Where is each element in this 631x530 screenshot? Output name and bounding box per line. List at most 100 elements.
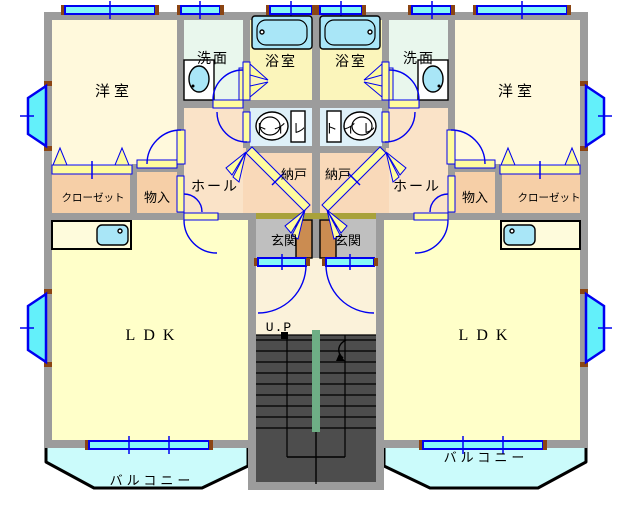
up-marker-square: [281, 332, 288, 339]
label-storageroom-right: 納戸: [325, 167, 351, 182]
wall-right: [580, 12, 588, 448]
door-opening-toilet-right: [381, 111, 390, 143]
stair-arrowhead: [336, 354, 345, 361]
balconies: [44, 448, 588, 490]
diagonal-fold-left-1: [225, 151, 247, 176]
bay-window-ldk-left: [26, 291, 48, 365]
kitchen-faucet-left: [117, 228, 123, 234]
label-stairs-up: U.P: [266, 320, 292, 335]
folding-door-bath-left-a: [249, 62, 269, 81]
door-arc-toilet-left: [216, 111, 248, 143]
kitchen-sink-left: [96, 224, 129, 246]
wall-hall-ldk-right-b: [384, 213, 414, 220]
stair-direction-arrow: [338, 339, 347, 359]
bathtub-drain-left: [259, 29, 265, 35]
door-opening-western-right: [454, 159, 496, 169]
door-opening-hall-ldk-right: [413, 212, 449, 221]
diagonal-fold-left-3: [284, 209, 306, 234]
basin-left: [188, 65, 210, 93]
label-washroom-left: 洗面: [197, 51, 229, 67]
wall-left: [44, 12, 52, 448]
diagonal-fold-left-4: [291, 209, 306, 240]
label-storageroom-left: 納戸: [281, 167, 307, 182]
diagonal-fold-left-2: [232, 151, 247, 183]
stair-walkline: [287, 432, 345, 484]
wall-hall-ldk-left-a: [44, 213, 184, 220]
wall-shaft-right: [376, 213, 384, 490]
wall-entrance-divider: [312, 219, 320, 258]
wall-closet-storage-right: [495, 172, 502, 213]
wall-bath-toilet-right: [320, 100, 389, 108]
closet-hanger-right-2: [564, 146, 580, 166]
entrance-door-arc-right: [325, 264, 375, 314]
door-opening-washroom-left: [212, 99, 244, 109]
windows-bottom: [85, 436, 547, 454]
bathtub-left: [251, 15, 313, 50]
room-closet-left: [52, 172, 130, 213]
room-closet-right: [502, 172, 580, 213]
label-western-right: 洋室: [498, 83, 536, 100]
windows-top: [61, 1, 571, 19]
diagonal-fold-right-3: [326, 209, 348, 234]
bay-window-western-left: [26, 83, 48, 149]
folding-door-bath-left-b: [249, 81, 269, 99]
label-bathroom-right: 浴室: [335, 53, 367, 70]
label-entrance-right: 玄関: [335, 233, 361, 248]
stair-landing: [256, 258, 376, 335]
closet-hanger-right-1: [500, 146, 516, 166]
door-opening-bath-left: [242, 61, 251, 101]
wall-shaft-left: [248, 213, 256, 490]
toilet-tank-right: [326, 110, 342, 143]
window-ldk-left: [88, 440, 210, 450]
room-floors: [52, 20, 580, 482]
label-ldk-right: LDK: [459, 327, 516, 344]
diagonal-fold-right-2: [385, 151, 400, 183]
toilet-tank-left: [290, 110, 306, 143]
label-balcony-left: バルコニー: [110, 473, 195, 488]
wall-western-hall-right: [448, 20, 455, 130]
door-arc-hall-ldk-left: [183, 219, 218, 254]
door-arc-storage-right: [429, 193, 449, 213]
door-arc-toilet-right: [384, 111, 416, 143]
door-arc-storage-left: [183, 193, 203, 213]
kitchen-faucet-right: [509, 228, 515, 234]
label-hall-right: ホール: [393, 180, 441, 195]
room-ldk-left: [52, 220, 248, 440]
stairs: [256, 330, 376, 484]
wall-toilet-bottom-left: [246, 146, 312, 153]
bay-window-ldk-right: [584, 291, 606, 365]
room-ldk-right: [384, 220, 580, 440]
label-western-left: 洋室: [95, 83, 133, 100]
label-toilet-left: トイレ: [254, 121, 311, 136]
wall-closet-storage-left: [130, 172, 137, 213]
door-leaf-western-right: [446, 129, 456, 165]
label-washroom-right: 洗面: [403, 51, 435, 67]
fixtures: [51, 15, 581, 259]
door-opening-hall-ldk-left: [183, 212, 219, 221]
door-opening-toilet-left: [242, 111, 251, 143]
wall-bath-toilet-left: [243, 100, 312, 108]
label-balcony-right: バルコニー: [444, 450, 529, 465]
door-arc-washroom-right: [388, 69, 420, 101]
stair-divider: [312, 330, 320, 432]
entrance-door-arc-left: [257, 264, 307, 314]
door-arc-western-left: [146, 129, 182, 165]
labels: 洋室 洋室 洗面 洗面 浴室 浴室 トイレ トイレ 納戸 納戸 ホール ホール …: [62, 51, 581, 488]
balcony-left: [46, 448, 248, 488]
door-opening-washroom-right: [388, 99, 420, 109]
wall-hall-ldk-right-a: [448, 213, 588, 220]
kitchen-sink-right: [503, 224, 536, 246]
room-storage-left: [137, 172, 177, 213]
wall-hall-ldk-left-b: [218, 213, 248, 220]
label-toilet-right: トイレ: [324, 121, 381, 136]
label-ldk-left: LDK: [126, 327, 183, 344]
door-leaf-storage-left: [176, 175, 185, 213]
basin-right: [422, 65, 444, 93]
label-bathroom-left: 浴室: [265, 53, 297, 70]
door-arc-hall-ldk-right: [414, 219, 449, 254]
door-opening-western-left: [136, 159, 178, 169]
label-storage-left: 物入: [144, 190, 170, 205]
diagonal-fold-right-1: [385, 151, 407, 176]
